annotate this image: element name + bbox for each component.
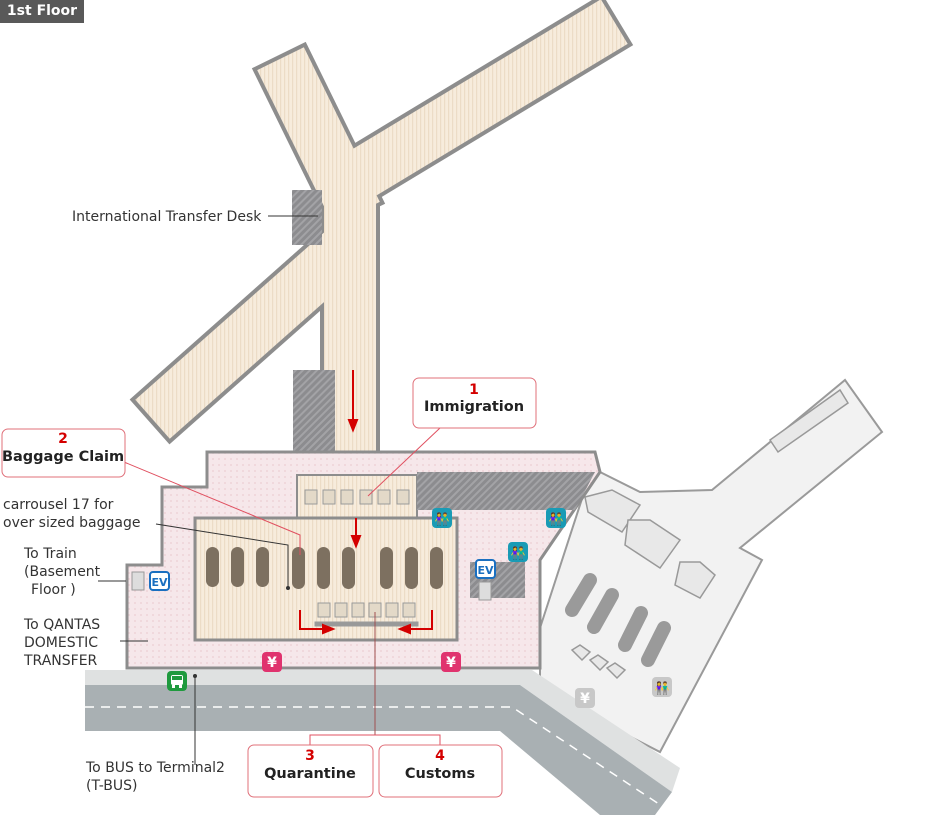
step-title: Customs — [405, 766, 475, 782]
svg-text:EV: EV — [151, 576, 168, 589]
toilet-icon: 👫 — [508, 542, 528, 562]
carrousel-label-1: carrousel 17 for — [3, 497, 114, 513]
step-number: 3 — [305, 748, 315, 764]
callout-customs[interactable]: 4 Customs — [378, 744, 503, 798]
qantas-label-1: To QANTAS — [23, 617, 100, 633]
bus-label-2: (T-BUS) — [86, 778, 137, 794]
carrousel-label-2: over sized baggage — [3, 515, 140, 531]
step-title: Immigration — [424, 399, 524, 415]
callout-quarantine[interactable]: 3 Quarantine — [247, 744, 374, 798]
carousel-17 — [292, 547, 305, 589]
svg-text:👫: 👫 — [655, 681, 670, 695]
transfer-desk-block — [292, 190, 322, 245]
elevator-icon: EV — [131, 571, 170, 591]
currency-exchange-icon: ¥ — [575, 688, 595, 708]
train-label-1: To Train — [23, 546, 77, 562]
flow-arrows — [299, 370, 433, 635]
leader-lines — [98, 215, 441, 765]
qantas-label-2: DOMESTIC — [24, 635, 98, 651]
svg-text:👫: 👫 — [435, 512, 450, 526]
callout-immigration[interactable]: 1 Immigration — [412, 377, 537, 429]
customs-booths — [314, 602, 419, 627]
svg-text:¥: ¥ — [580, 691, 590, 707]
toilet-icon: 👫 — [546, 508, 566, 528]
toilet-icon: 👫 — [652, 677, 672, 697]
currency-exchange-icon: ¥ — [441, 652, 461, 672]
step-title: Quarantine — [264, 766, 356, 782]
callout-baggage-claim[interactable]: 2 Baggage Claim — [1, 428, 126, 478]
train-label-3: Floor ) — [31, 582, 76, 598]
svg-text:¥: ¥ — [446, 655, 456, 671]
step-title: Baggage Claim — [2, 449, 124, 465]
immigration-booths — [304, 489, 410, 505]
train-label-2: (Basement — [24, 564, 101, 580]
bus-icon — [167, 671, 187, 691]
annex-carousels — [565, 573, 671, 667]
step-number: 4 — [435, 748, 445, 764]
currency-exchange-icon: ¥ — [262, 652, 282, 672]
elevator-icon: EV — [475, 559, 496, 601]
transfer-desk-label: International Transfer Desk — [72, 209, 262, 225]
svg-text:¥: ¥ — [267, 655, 277, 671]
road — [85, 670, 680, 815]
svg-text:👫: 👫 — [549, 512, 564, 526]
step-number: 1 — [469, 382, 479, 398]
svg-text:EV: EV — [477, 564, 494, 577]
toilet-icon: 👫 — [432, 508, 452, 528]
floor-label: 1st Floor — [0, 0, 84, 23]
bus-label-1: To BUS to Terminal2 — [85, 760, 225, 776]
svg-text:👫: 👫 — [511, 546, 526, 560]
baggage-carousels — [206, 547, 443, 589]
step-number: 2 — [58, 431, 68, 447]
qantas-label-3: TRANSFER — [23, 653, 98, 669]
